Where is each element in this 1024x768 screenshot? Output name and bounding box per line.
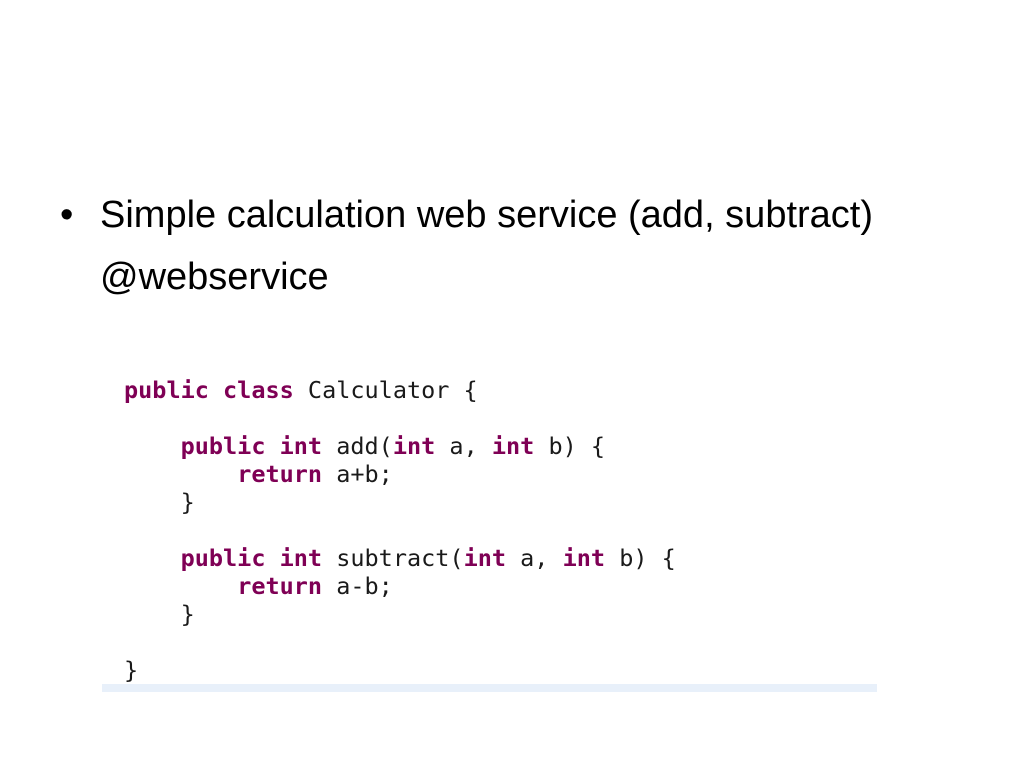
code-token: a-b; xyxy=(322,572,393,600)
code-keyword: public int xyxy=(180,544,323,572)
code-token xyxy=(124,460,237,488)
code-keyword: return xyxy=(237,572,323,600)
code-line: } xyxy=(124,600,676,628)
code-line xyxy=(124,628,676,656)
code-token xyxy=(124,572,237,600)
code-token xyxy=(124,544,181,572)
code-line: } xyxy=(124,488,676,516)
bullet-item: • Simple calculation web service (add, s… xyxy=(60,188,940,242)
code-token: } xyxy=(124,600,195,628)
code-line xyxy=(124,404,676,432)
code-token: a, xyxy=(506,544,563,572)
code-keyword: int xyxy=(392,432,436,460)
code-block: public class Calculator { public int add… xyxy=(124,376,676,684)
code-line: return a-b; xyxy=(124,572,676,600)
code-screenshot: public class Calculator { public int add… xyxy=(102,370,877,692)
code-token: } xyxy=(124,656,139,684)
code-line xyxy=(124,516,676,544)
annotation-text: @webservice xyxy=(100,256,329,298)
bullet-point-icon: • xyxy=(60,194,74,236)
code-line: } xyxy=(124,656,676,684)
code-keyword: int xyxy=(491,432,535,460)
code-line: public class Calculator { xyxy=(124,376,676,404)
code-line: return a+b; xyxy=(124,460,676,488)
code-token: add( xyxy=(322,432,393,460)
bullet-list: • Simple calculation web service (add, s… xyxy=(60,188,940,304)
code-keyword: int xyxy=(562,544,606,572)
code-token: b) { xyxy=(534,432,606,460)
code-token: b) { xyxy=(605,544,676,572)
code-token: a+b; xyxy=(322,460,393,488)
bullet-text: Simple calculation web service (add, sub… xyxy=(100,194,874,236)
code-keyword: public int xyxy=(180,432,323,460)
code-token: a, xyxy=(435,432,492,460)
code-token: subtract( xyxy=(322,544,464,572)
code-keyword: return xyxy=(237,460,323,488)
code-line: public int add(int a, int b) { xyxy=(124,432,676,460)
code-keyword: int xyxy=(463,544,507,572)
code-token xyxy=(124,432,181,460)
code-line: public int subtract(int a, int b) { xyxy=(124,544,676,572)
code-keyword: public class xyxy=(124,376,294,404)
code-token: Calculator { xyxy=(293,376,478,404)
code-token: } xyxy=(124,488,195,516)
